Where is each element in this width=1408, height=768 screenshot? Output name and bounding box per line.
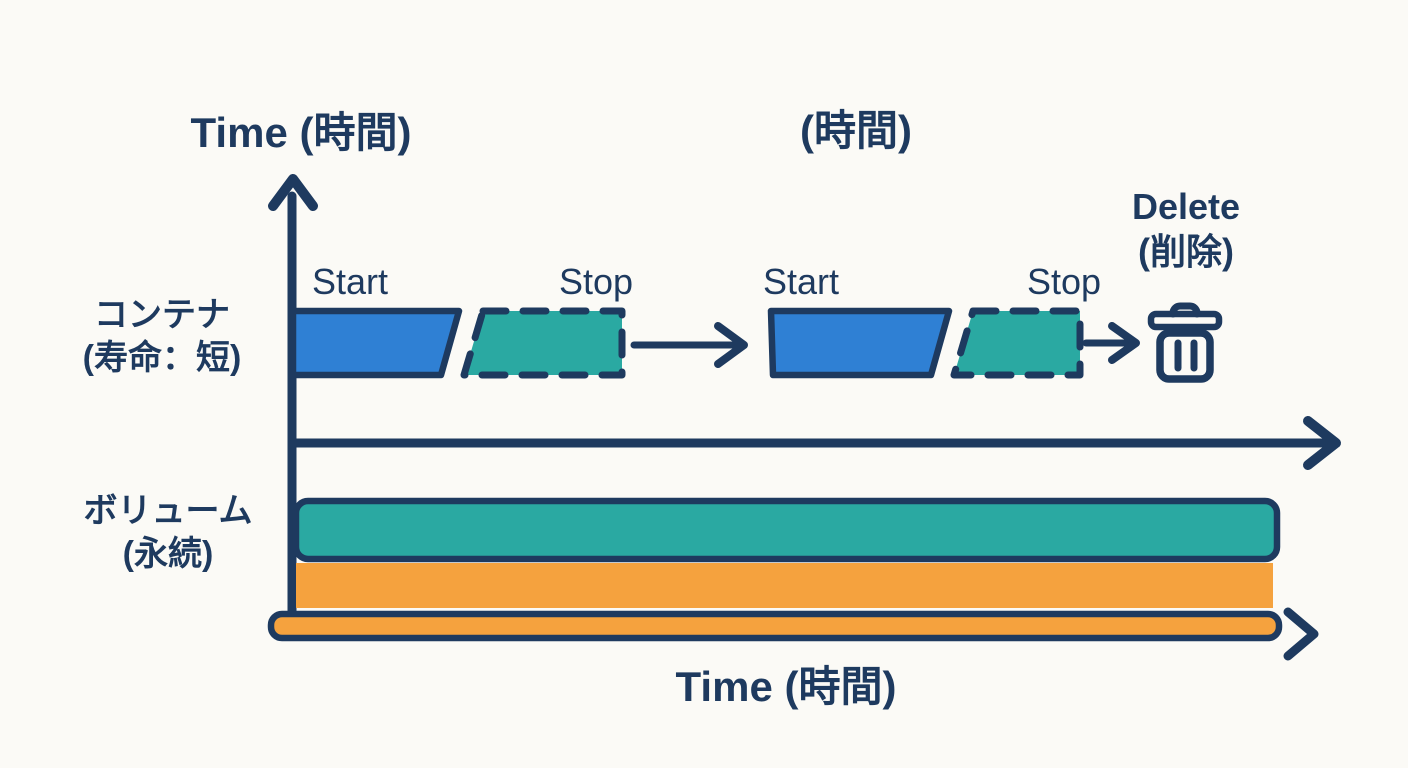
container-row-label-line1: コンテナ: [94, 296, 230, 334]
event-label-stop-2: Stop: [1026, 261, 1102, 302]
container-stopped-segment-2: [950, 307, 1084, 379]
flow-arrow-1-head-icon: [714, 322, 748, 368]
flow-arrow-2-head-icon: [1108, 322, 1140, 364]
delete-label-line2: (削除): [1138, 231, 1234, 272]
container-running-segment-2: [767, 307, 953, 379]
event-label-start-1: Start: [311, 261, 389, 302]
volume-bar-orange: [296, 563, 1273, 608]
y-axis-title-secondary: (時間): [800, 107, 912, 154]
x-axis-arrowhead-icon: [1283, 607, 1319, 661]
delete-label-line1: Delete: [1131, 186, 1241, 227]
delete-label: Delete (削除): [1132, 184, 1240, 274]
container-row-label: コンテナ (寿命：短): [83, 294, 242, 379]
volume-bar-teal: [292, 497, 1281, 563]
container-row-label-line2: (寿命：短): [82, 338, 242, 377]
event-label-stop-1: Stop: [558, 261, 634, 302]
mid-timeline-arrowhead-icon: [1303, 416, 1341, 470]
volume-row-label: ボリューム (永続): [84, 490, 253, 575]
y-axis-title: Time (時間): [190, 109, 412, 156]
x-axis-title: Time (時間): [675, 663, 897, 710]
container-running-segment-1: [289, 307, 463, 379]
trash-icon: [1147, 302, 1223, 383]
y-axis-arrowhead-icon: [268, 174, 318, 211]
x-axis-bar: [267, 610, 1283, 642]
container-stopped-segment-1: [460, 307, 626, 379]
event-label-start-2: Start: [762, 261, 840, 302]
volume-row-label-line1: ボリューム: [83, 492, 253, 530]
volume-row-label-line2: (永続): [122, 534, 214, 573]
